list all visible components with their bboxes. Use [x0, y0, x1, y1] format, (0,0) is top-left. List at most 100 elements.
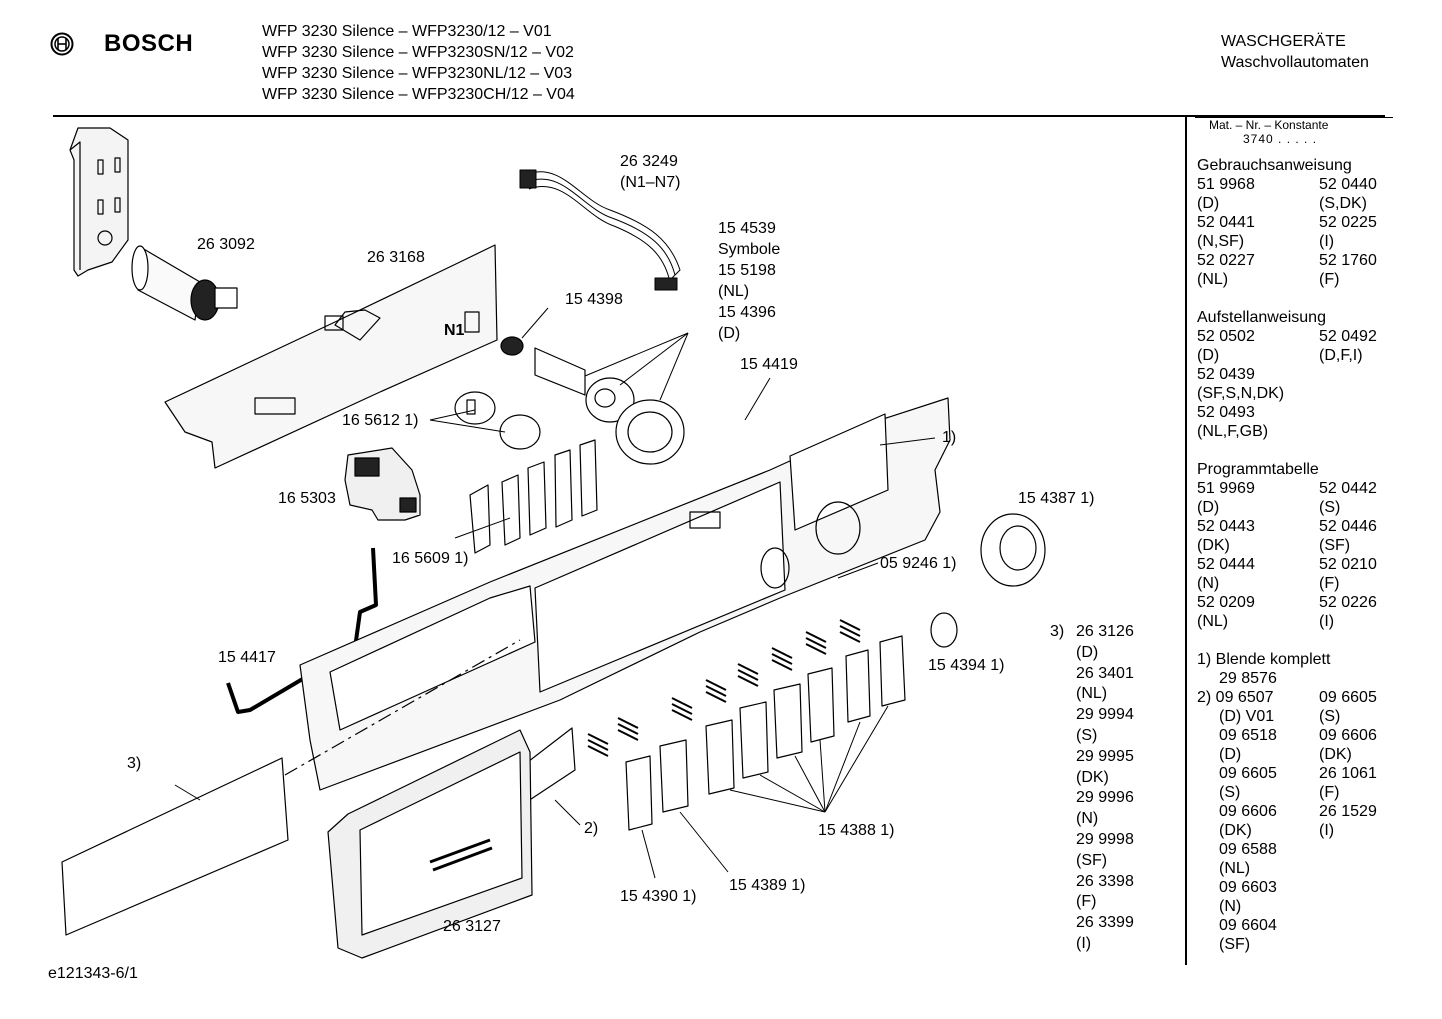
list-item: (S)	[1076, 726, 1098, 744]
bosch-logo-icon	[50, 32, 74, 56]
header-divider	[53, 115, 1385, 117]
list-item: (DK)	[1076, 768, 1109, 786]
table-row: 52 0493	[1197, 404, 1255, 421]
table-row: 09 6588	[1219, 841, 1277, 858]
list-item: 29 9996	[1076, 789, 1134, 807]
part-label: 26 3092	[197, 236, 255, 253]
table-row: (D) V01(S)	[1219, 708, 1341, 725]
part-label: N1	[444, 322, 465, 339]
model-line: WFP 3230 Silence – WFP3230SN/12 – V02	[262, 44, 574, 61]
capacitor	[131, 245, 238, 321]
table-row: (D)(S)	[1197, 499, 1341, 516]
part-label: 16 5303	[278, 490, 336, 507]
table-row: (NL)(F)	[1197, 271, 1340, 288]
part-label: (N1–N7)	[620, 174, 681, 191]
sidebar-top-rule	[1195, 117, 1393, 118]
part-label: 1)	[942, 429, 957, 446]
section-title-programm: Programmtabelle	[1197, 461, 1319, 478]
list-item: 26 3399	[1076, 914, 1134, 932]
part-label: 16 5609 1)	[392, 550, 469, 567]
table-row: (DK)(SF)	[1197, 537, 1351, 554]
ribbon-cable	[519, 169, 681, 291]
category-block: WASCHGERÄTE Waschvollautomaten	[1221, 31, 1369, 73]
table-row: (NL,F,GB)	[1197, 423, 1269, 440]
detergent-drawer	[327, 729, 533, 959]
table-row: (N)(F)	[1197, 575, 1340, 592]
list-item: 26 3126	[1076, 623, 1134, 640]
table-row: (NL)	[1219, 860, 1251, 877]
document-id: e121343-6/1	[48, 965, 138, 982]
part-label: 05 9246 1)	[880, 555, 957, 572]
list-item: (D)	[1076, 643, 1099, 661]
part-label: 15 4387 1)	[1018, 490, 1095, 507]
part-label: (D)	[718, 325, 741, 342]
part-label: 26 3168	[367, 249, 425, 266]
knob-large	[980, 513, 1046, 587]
part-label: 15 5198	[718, 262, 776, 279]
model-list: WFP 3230 Silence – WFP3230/12 – V01 WFP …	[262, 21, 575, 105]
leader-lines	[174, 307, 936, 879]
part-label: 15 4539	[718, 220, 776, 237]
sidebar-divider	[1185, 117, 1187, 965]
mounting-bracket	[69, 127, 129, 277]
table-row: (DK)(I)	[1219, 822, 1335, 839]
part-label: 15 4388 1)	[818, 822, 895, 839]
strip-variants-list: 26 3126 (D) 26 3401 (NL) 29 9994 (S) 29 …	[1076, 622, 1134, 955]
part-label: 3)	[1050, 623, 1065, 640]
category-title: WASCHGERÄTE	[1221, 33, 1346, 50]
category-subtitle: Waschvollautomaten	[1221, 54, 1369, 71]
mat-number-label: Mat. – Nr. – Konstante	[1209, 118, 1329, 132]
part-label: (NL)	[718, 283, 750, 300]
table-row: 09 6603	[1219, 879, 1277, 896]
mat-number-value: 3740 . . . . .	[1243, 132, 1318, 146]
table-row: (D)(DK)	[1219, 746, 1352, 763]
note-1-title: 1) Blende komplett	[1197, 651, 1331, 668]
part-label: 15 4394 1)	[928, 657, 1005, 674]
exploded-parts-drawing	[61, 127, 1046, 959]
table-row: (N)	[1219, 898, 1242, 915]
part-label: 16 5612 1)	[342, 412, 419, 429]
push-buttons	[625, 635, 906, 831]
part-label: 15 4398	[565, 291, 623, 308]
list-item: (NL)	[1076, 685, 1108, 703]
list-item: 29 9998	[1076, 830, 1134, 848]
springs	[587, 619, 861, 757]
table-row: (S)(F)	[1219, 784, 1340, 801]
part-label: 15 4417	[218, 649, 276, 666]
table-row: (D)(D,F,I)	[1197, 347, 1363, 364]
list-item: 29 9995	[1076, 747, 1134, 765]
knob-bushing	[500, 336, 524, 356]
part-label: 15 4419	[740, 356, 798, 373]
model-line: WFP 3230 Silence – WFP3230/12 – V01	[262, 23, 552, 40]
part-label: Symbole	[718, 241, 781, 258]
list-item: 26 3398	[1076, 872, 1134, 890]
symbol-strips	[61, 727, 576, 936]
part-label: 3)	[127, 755, 142, 772]
note-1-value: 29 8576	[1219, 670, 1277, 687]
part-label: 15 4389 1)	[729, 877, 806, 894]
model-line: WFP 3230 Silence – WFP3230CH/12 – V04	[262, 86, 575, 103]
front-panel	[299, 397, 951, 791]
part-label: 15 4390 1)	[620, 888, 697, 905]
button-stems	[469, 439, 598, 554]
table-row: 09 6604	[1219, 917, 1277, 934]
part-label: 15 4396	[718, 304, 776, 321]
light-guides	[454, 391, 541, 450]
table-row: (SF)	[1219, 936, 1251, 953]
knob-small	[930, 612, 958, 648]
list-item: (SF)	[1076, 851, 1108, 869]
part-label: 26 3249	[620, 153, 678, 170]
table-row: (N,SF)(I)	[1197, 233, 1335, 250]
part-label: 2)	[584, 820, 599, 837]
